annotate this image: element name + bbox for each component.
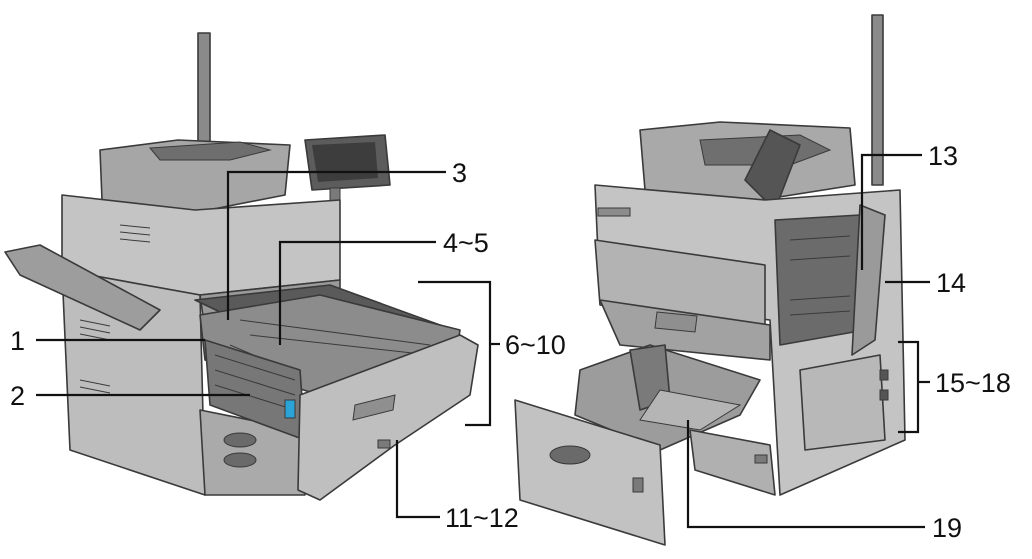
callout-2: 2 — [10, 381, 25, 411]
callout-6-10: 6~10 — [505, 330, 566, 360]
leader-lines — [36, 153, 930, 529]
leader-line-13 — [860, 153, 922, 270]
callout-3: 3 — [452, 158, 467, 188]
callout-15-18: 15~18 — [935, 368, 1011, 398]
right-open-side-cover-area — [774, 214, 866, 346]
right-tray-front — [514, 399, 666, 546]
left-printer-illustration — [4, 32, 479, 501]
leader-line-15 — [898, 340, 920, 434]
callout-14: 14 — [936, 268, 966, 298]
callout-labels: 1 2 3 4~5 6~10 11~12 13 14 15~18 19 — [10, 141, 1011, 543]
callout-1: 1 — [10, 326, 25, 356]
left-antenna — [197, 32, 211, 154]
left-blue-lever — [284, 399, 296, 419]
leader-line-6 — [418, 280, 492, 427]
right-side-door — [851, 204, 886, 356]
left-output-tray — [4, 244, 161, 331]
leader-line-11 — [395, 440, 440, 519]
leader-line-3 — [226, 170, 446, 320]
left-drawer-front-panel — [297, 334, 479, 501]
right-rear-panel — [799, 354, 886, 451]
right-antenna — [871, 14, 884, 186]
leader-line-4 — [278, 240, 436, 345]
right-printer-illustration — [514, 14, 906, 546]
leader-line-19 — [686, 420, 925, 529]
right-lower-drawers — [689, 429, 776, 496]
callout-13: 13 — [928, 141, 958, 171]
callout-4-5: 4~5 — [443, 228, 489, 258]
callout-19: 19 — [932, 513, 962, 543]
callout-11-12: 11~12 — [445, 503, 519, 533]
